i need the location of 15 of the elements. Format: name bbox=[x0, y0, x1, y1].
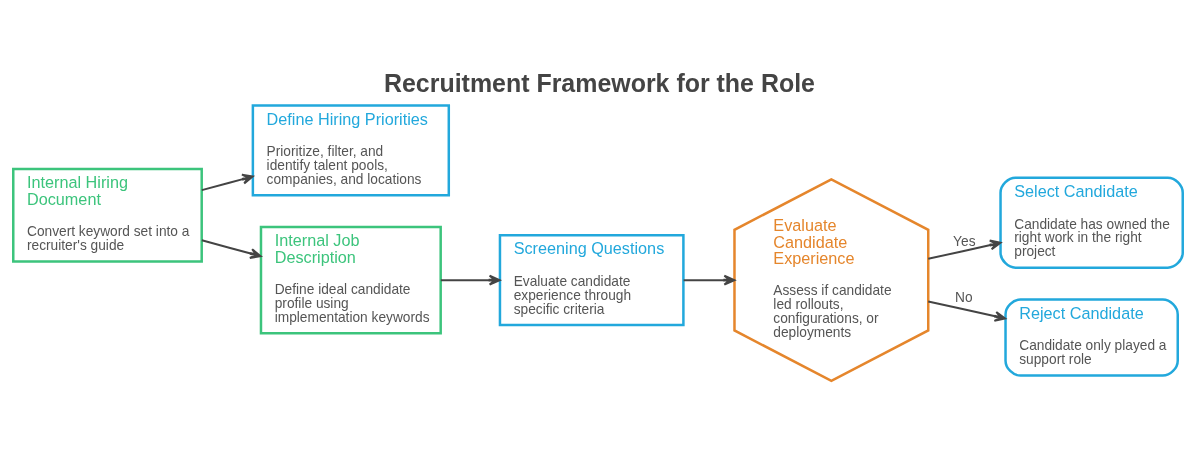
arrow bbox=[200, 173, 254, 192]
edge-label: No bbox=[954, 290, 973, 306]
node-box: Reject Candidate Candidate only played a support role bbox=[1004, 298, 1179, 377]
arrow bbox=[200, 239, 262, 259]
node-box: Internal Hiring Document Convert keyword set into a recruiter's guide bbox=[12, 167, 203, 263]
node-box: Internal Job Description Define ideal candidate profile using implementation keywords bbox=[259, 225, 442, 335]
node-box: Screening Questions Evaluate candidate experience through specific criteria bbox=[498, 233, 685, 327]
edge-label: Yes bbox=[953, 234, 976, 250]
arrow bbox=[682, 274, 736, 286]
arrow bbox=[439, 274, 501, 286]
arrow bbox=[927, 300, 1007, 322]
node-box: Define Hiring Priorities Prioritize, filter, and identify talent pools, companies, and locations bbox=[251, 104, 451, 197]
node-box: Select Candidate Candidate has owned the right work in the right project bbox=[999, 176, 1184, 269]
diagram-title: Recruitment Framework for the Role bbox=[383, 68, 815, 97]
arrow bbox=[927, 239, 1002, 260]
